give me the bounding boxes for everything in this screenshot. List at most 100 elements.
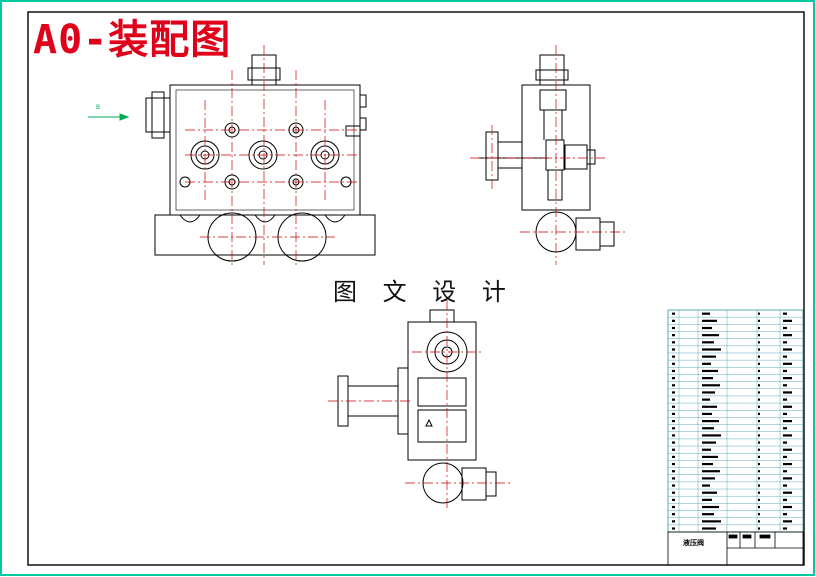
bom-cell-mark bbox=[702, 391, 715, 394]
bom-cell-mark bbox=[758, 405, 760, 408]
bom-cell-mark bbox=[783, 527, 787, 530]
title-block bbox=[667, 531, 804, 566]
bom-cell-mark bbox=[702, 348, 721, 351]
drawing-subtitle: 图 文 设 计 bbox=[333, 278, 515, 306]
bom-cell-mark bbox=[758, 470, 760, 473]
bom-cell-mark bbox=[702, 319, 717, 322]
bom-cell-mark bbox=[702, 355, 716, 358]
bom-cell-mark bbox=[783, 427, 787, 430]
bom-cell-mark bbox=[672, 455, 675, 459]
bom-cell-mark bbox=[758, 312, 760, 315]
bom-cell-mark bbox=[672, 377, 675, 380]
bom-cell-mark bbox=[783, 412, 787, 416]
bom-cell-mark bbox=[702, 377, 713, 380]
bom-cell-mark bbox=[758, 391, 760, 394]
bom-cell-mark bbox=[702, 484, 710, 487]
bom-cell-mark bbox=[783, 398, 787, 401]
bom-table bbox=[667, 309, 804, 533]
bom-cell-mark bbox=[783, 434, 792, 437]
bom-cell-mark bbox=[783, 362, 792, 365]
bom-cell-mark bbox=[783, 348, 792, 351]
bom-cell-mark bbox=[758, 520, 760, 523]
side-view-centerlines bbox=[470, 45, 625, 265]
bom-cell-mark bbox=[672, 391, 675, 394]
bom-cell-mark bbox=[758, 412, 760, 416]
bom-cell-mark bbox=[702, 448, 711, 451]
bom-cell-mark bbox=[702, 341, 714, 344]
bom-cell-mark bbox=[702, 362, 711, 365]
bom-cell-mark bbox=[672, 470, 675, 473]
bom-cell-mark bbox=[702, 398, 710, 401]
bom-cell-mark bbox=[758, 369, 760, 373]
bom-cell-mark bbox=[783, 420, 792, 423]
bom-cell-mark bbox=[758, 462, 760, 466]
bom-cell-mark bbox=[758, 477, 760, 480]
side-view bbox=[478, 54, 615, 253]
drawing-title: A0-装配图 bbox=[33, 17, 232, 63]
bom-cell-mark bbox=[758, 420, 760, 423]
bom-cell-mark bbox=[783, 498, 787, 501]
bom-cell-mark bbox=[783, 391, 792, 394]
bom-cell-mark bbox=[672, 448, 675, 451]
view-arrow bbox=[88, 113, 130, 121]
bom-cell-mark bbox=[672, 513, 675, 516]
bom-cell-mark bbox=[783, 441, 787, 444]
bom-cell-mark bbox=[783, 319, 792, 322]
bom-cell-mark bbox=[758, 498, 760, 501]
bom-cell-mark bbox=[758, 398, 760, 401]
bom-cell-mark bbox=[758, 377, 760, 380]
bom-cell-mark bbox=[702, 334, 719, 337]
bom-cell-mark bbox=[672, 384, 675, 387]
bom-cell-mark bbox=[672, 312, 675, 315]
bom-cell-mark bbox=[702, 513, 714, 516]
bom-cell-mark bbox=[758, 384, 760, 387]
bom-cell-mark bbox=[783, 369, 787, 373]
bom-cell-mark bbox=[702, 326, 712, 330]
bom-cell-mark bbox=[672, 341, 675, 344]
bom-cell-mark bbox=[702, 455, 718, 459]
bom-cell-mark bbox=[783, 520, 792, 523]
bom-cell-mark bbox=[783, 384, 787, 387]
bom-cell-mark bbox=[702, 527, 716, 530]
bom-cell-mark bbox=[672, 369, 675, 373]
bom-cell-mark bbox=[702, 412, 712, 416]
bom-cell-mark bbox=[783, 477, 792, 480]
bom-cell-mark bbox=[672, 434, 675, 437]
drawing-frame bbox=[27, 11, 805, 566]
bom-cell-mark bbox=[672, 477, 675, 480]
bom-cell-mark bbox=[783, 513, 787, 516]
bom-cell-mark bbox=[672, 412, 675, 416]
bom-cell-mark bbox=[758, 341, 760, 344]
bom-cell-mark bbox=[758, 448, 760, 451]
top-view-centerlines bbox=[328, 300, 510, 510]
bom-cell-mark bbox=[672, 427, 675, 430]
bom-cell-mark bbox=[672, 527, 675, 530]
bom-cell-mark bbox=[672, 355, 675, 358]
bom-cell-mark bbox=[783, 505, 792, 509]
bom-cell-mark bbox=[702, 477, 715, 480]
front-view bbox=[145, 54, 376, 262]
bom-cell-mark bbox=[672, 420, 675, 423]
bom-cell-mark bbox=[702, 470, 720, 473]
bom-cell-mark bbox=[702, 420, 719, 423]
bom-cell-mark bbox=[702, 434, 721, 437]
view-label: B bbox=[96, 104, 100, 111]
bom-cell-mark bbox=[758, 527, 760, 530]
bom-cell-mark bbox=[783, 448, 792, 451]
bom-cell-mark bbox=[758, 455, 760, 459]
bom-cell-mark bbox=[672, 326, 675, 330]
bom-cell-mark bbox=[672, 462, 675, 466]
bom-cell-mark bbox=[702, 405, 717, 408]
bom-cell-mark bbox=[758, 334, 760, 337]
bom-cell-mark bbox=[783, 341, 787, 344]
bom-cell-mark bbox=[783, 326, 787, 330]
bom-cell-mark bbox=[702, 312, 710, 315]
bom-cell-mark bbox=[783, 484, 787, 487]
bom-cell-mark bbox=[672, 498, 675, 501]
bom-cell-mark bbox=[672, 405, 675, 408]
bom-cell-mark bbox=[702, 462, 713, 466]
bom-cell-mark bbox=[672, 334, 675, 337]
bom-cell-mark bbox=[758, 441, 760, 444]
bom-cell-mark bbox=[783, 377, 792, 380]
